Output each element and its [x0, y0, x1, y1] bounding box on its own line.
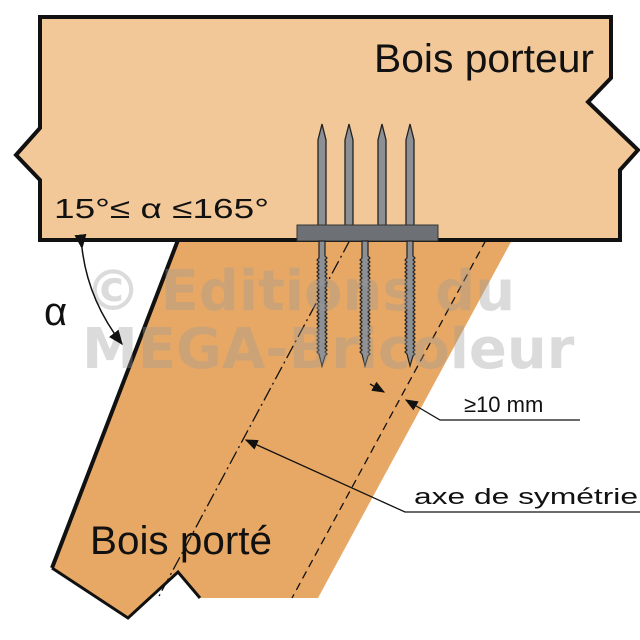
supporting-beam-label: Bois porteur [374, 37, 594, 81]
watermark-line2: MEGA-Bricoleur [82, 317, 575, 382]
nail-upper [377, 123, 387, 227]
angle-range-label: 15°≤ α ≤165° [54, 193, 269, 224]
nails-lower [316, 240, 416, 369]
angle-symbol: α [44, 290, 67, 334]
edge-distance-label: ≥10 mm [464, 392, 543, 417]
nail-threaded [316, 240, 328, 369]
edge-distance-leader [404, 399, 580, 421]
supported-beam-label: Bois porté [90, 519, 272, 563]
edge-distance-line [291, 239, 487, 599]
nail-upper [405, 123, 415, 227]
nail-upper [317, 123, 327, 227]
supported-beam-left-edge [50, 239, 180, 569]
connector-plate [296, 224, 439, 242]
edge-distance-arrow-left [369, 381, 386, 393]
symmetry-axis-label: axe de symétrie [414, 484, 638, 509]
angle-arc [74, 233, 123, 346]
supported-beam [52, 240, 512, 618]
symmetry-axis-leader [244, 439, 640, 513]
supported-beam-break-line [51, 566, 202, 620]
supporting-beam [13, 15, 640, 242]
nail-upper [344, 123, 354, 227]
watermark-line1: © Editions du [85, 259, 515, 324]
nail-threaded [359, 240, 371, 369]
nail-threaded [404, 240, 416, 369]
